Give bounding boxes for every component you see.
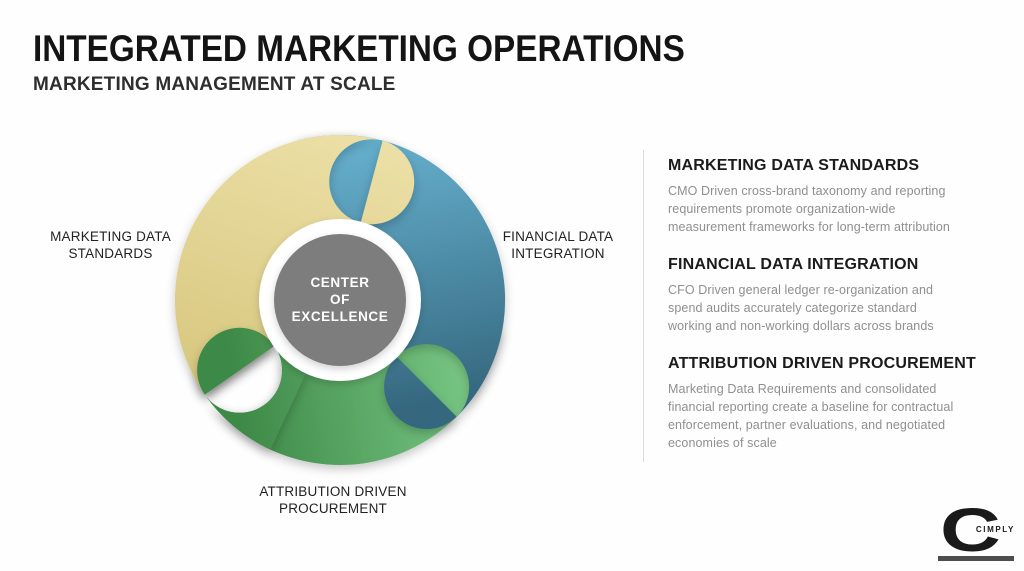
section-marketing-data-standards: MARKETING DATA STANDARDS CMO Driven cros… [668, 157, 974, 236]
center-of-excellence-label: CENTER OF EXCELLENCE [268, 274, 412, 325]
logo-underline-bar [938, 556, 1014, 561]
label-marketing-data-standards: MARKETING DATA STANDARDS [50, 229, 171, 261]
logo-wordmark: CIMPLY [972, 524, 1015, 535]
page-subtitle: MARKETING MANAGEMENT AT SCALE [33, 74, 396, 95]
section-body: Marketing Data Requirements and consolid… [668, 382, 954, 450]
segment-financial-data-integration [297, 134, 506, 430]
cimply-logo: C CIMPLY [938, 500, 1016, 564]
vertical-divider [643, 150, 644, 462]
center-label-line3: EXCELLENCE [291, 309, 389, 324]
section-heading: ATTRIBUTION DRIVEN PROCUREMENT [668, 355, 976, 372]
section-financial-data-integration: FINANCIAL DATA INTEGRATION CFO Driven ge… [668, 256, 974, 335]
center-label-line1: CENTER [310, 275, 370, 290]
section-heading: FINANCIAL DATA INTEGRATION [668, 256, 919, 273]
page-title: INTEGRATED MARKETING OPERATIONS [33, 28, 685, 69]
section-body: CMO Driven cross-brand taxonomy and repo… [668, 184, 950, 234]
center-hub-circle [274, 234, 406, 366]
segment-attribution-cap-overlap [197, 327, 307, 450]
section-attribution-driven-procurement: ATTRIBUTION DRIVEN PROCUREMENT Marketing… [668, 355, 976, 452]
label-attribution-driven-procurement: ATTRIBUTION DRIVEN PROCUREMENT [259, 484, 407, 516]
center-of-excellence-diagram [174, 134, 506, 466]
section-heading: MARKETING DATA STANDARDS [668, 157, 920, 174]
section-body: CFO Driven general ledger re-organizatio… [668, 283, 934, 333]
center-label-line2: OF [330, 292, 350, 307]
label-financial-data-integration: FINANCIAL DATA INTEGRATION [502, 229, 614, 261]
